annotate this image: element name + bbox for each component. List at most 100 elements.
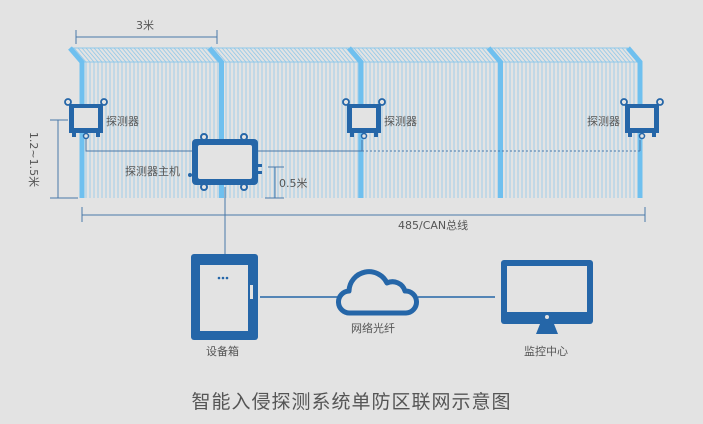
fence-wire-top [137, 47, 151, 63]
network-label: 网络光纤 [351, 322, 395, 335]
fence-wire-top [509, 47, 523, 63]
fence-wire-top [533, 47, 547, 63]
fence-wire-top [305, 47, 319, 63]
diagram-title: 智能入侵探测系统单防区联网示意图 [191, 391, 512, 413]
fence-wire-top [329, 47, 343, 63]
fence-wire-top [473, 47, 487, 63]
fence-wire-top [85, 47, 99, 63]
fence-wire-top [397, 47, 411, 63]
bus-dimension [81, 207, 646, 222]
fence-wire-top [453, 47, 467, 63]
fence-wire-top [593, 47, 607, 63]
fence-wire-top [429, 47, 443, 63]
fence-wire-top [217, 47, 231, 63]
fence-wire-top [389, 47, 403, 63]
fence-wire-top [549, 47, 563, 63]
fence-wire-top [245, 47, 259, 63]
fence-wire-top [421, 47, 435, 63]
fence-wire-top [381, 47, 395, 63]
fence-wire-top [597, 47, 611, 63]
fence-wire-top [393, 47, 407, 63]
fence-wire-top [185, 47, 199, 63]
fence-wire-top [133, 47, 147, 63]
fence-wire-top [257, 47, 271, 63]
cabinet-icon [191, 254, 258, 340]
fence-wire-top [325, 47, 339, 63]
cabinet-label: 设备箱 [206, 345, 239, 358]
fence-wire-top [233, 47, 247, 63]
fence-wire-top [205, 47, 219, 63]
signal-cable [85, 137, 641, 255]
fence-wire-top [605, 47, 619, 63]
fence-wire-top [253, 47, 267, 63]
fence-wire-top [113, 47, 127, 63]
fence-wire-top [417, 47, 431, 63]
fence-wire-top [565, 47, 579, 63]
fence-wire-top [77, 47, 91, 63]
fence-wire-top [529, 47, 543, 63]
monitor-icon [501, 260, 593, 334]
fence-wire-top [521, 47, 535, 63]
fence-post [347, 46, 364, 198]
fence-wire-top [337, 47, 351, 63]
detector-middle-icon [342, 98, 386, 140]
fence-wire-top [121, 47, 135, 63]
fence-wire-top [213, 47, 227, 63]
fence-wire-top [409, 47, 423, 63]
fence-wire-top [141, 47, 155, 63]
fence-wire-top [293, 47, 307, 63]
fence-wire-top [585, 47, 599, 63]
detector-right-icon [620, 98, 664, 140]
fence-wire-top [561, 47, 575, 63]
detector-height-dimension [50, 119, 78, 199]
fence-wire-top [497, 47, 511, 63]
fence-wire-top [193, 47, 207, 63]
cloud-icon [336, 269, 419, 316]
fence-wire-top [153, 47, 167, 63]
fence-wire-top [525, 47, 539, 63]
fence-wire-top [545, 47, 559, 63]
fence-wire-top [621, 47, 635, 63]
fence-wire-top [73, 47, 87, 63]
fence-wire-top [177, 47, 191, 63]
fence-wire-top [569, 47, 583, 63]
fence-wire-top [317, 47, 331, 63]
fence-wire-top [261, 47, 275, 63]
fence-wire-top [357, 47, 371, 63]
host-height-label: 0.5米 [279, 177, 308, 190]
fence-wire-top [517, 47, 531, 63]
fence-wire-top [149, 47, 163, 63]
fence-wire-top [225, 47, 239, 63]
fence-wire-top [89, 47, 103, 63]
panel-width-label: 3米 [136, 19, 154, 32]
fence-post [626, 46, 643, 198]
panel-width-dimension [75, 30, 218, 44]
fence-wire-top [321, 47, 335, 63]
fence-wire-top [433, 47, 447, 63]
fence-wire-top [289, 47, 303, 63]
fence-wire-top [505, 47, 519, 63]
fence-wire-top [613, 47, 627, 63]
fence-wire-top [341, 47, 355, 63]
fence-wire-top [265, 47, 279, 63]
fence-wire-top [165, 47, 179, 63]
detector-left-icon [64, 98, 108, 140]
fence-wire-top [297, 47, 311, 63]
fence-wire-top [181, 47, 195, 63]
fence-wire-top [301, 47, 315, 63]
fence-wire-top [353, 47, 367, 63]
host-height-dimension [265, 166, 284, 199]
fence-wire-top [425, 47, 439, 63]
host-controller-icon [188, 133, 262, 191]
fence-wire-top [617, 47, 631, 63]
fence-wire-top [173, 47, 187, 63]
fence-wire-top [609, 47, 623, 63]
fence-wire-top [477, 47, 491, 63]
fence-wire-top [557, 47, 571, 63]
fence-wire-top [221, 47, 235, 63]
fence-wire-top [117, 47, 131, 63]
fence-wire-top [437, 47, 451, 63]
fence-wire-top [125, 47, 139, 63]
host-label: 探测器主机 [125, 165, 180, 178]
